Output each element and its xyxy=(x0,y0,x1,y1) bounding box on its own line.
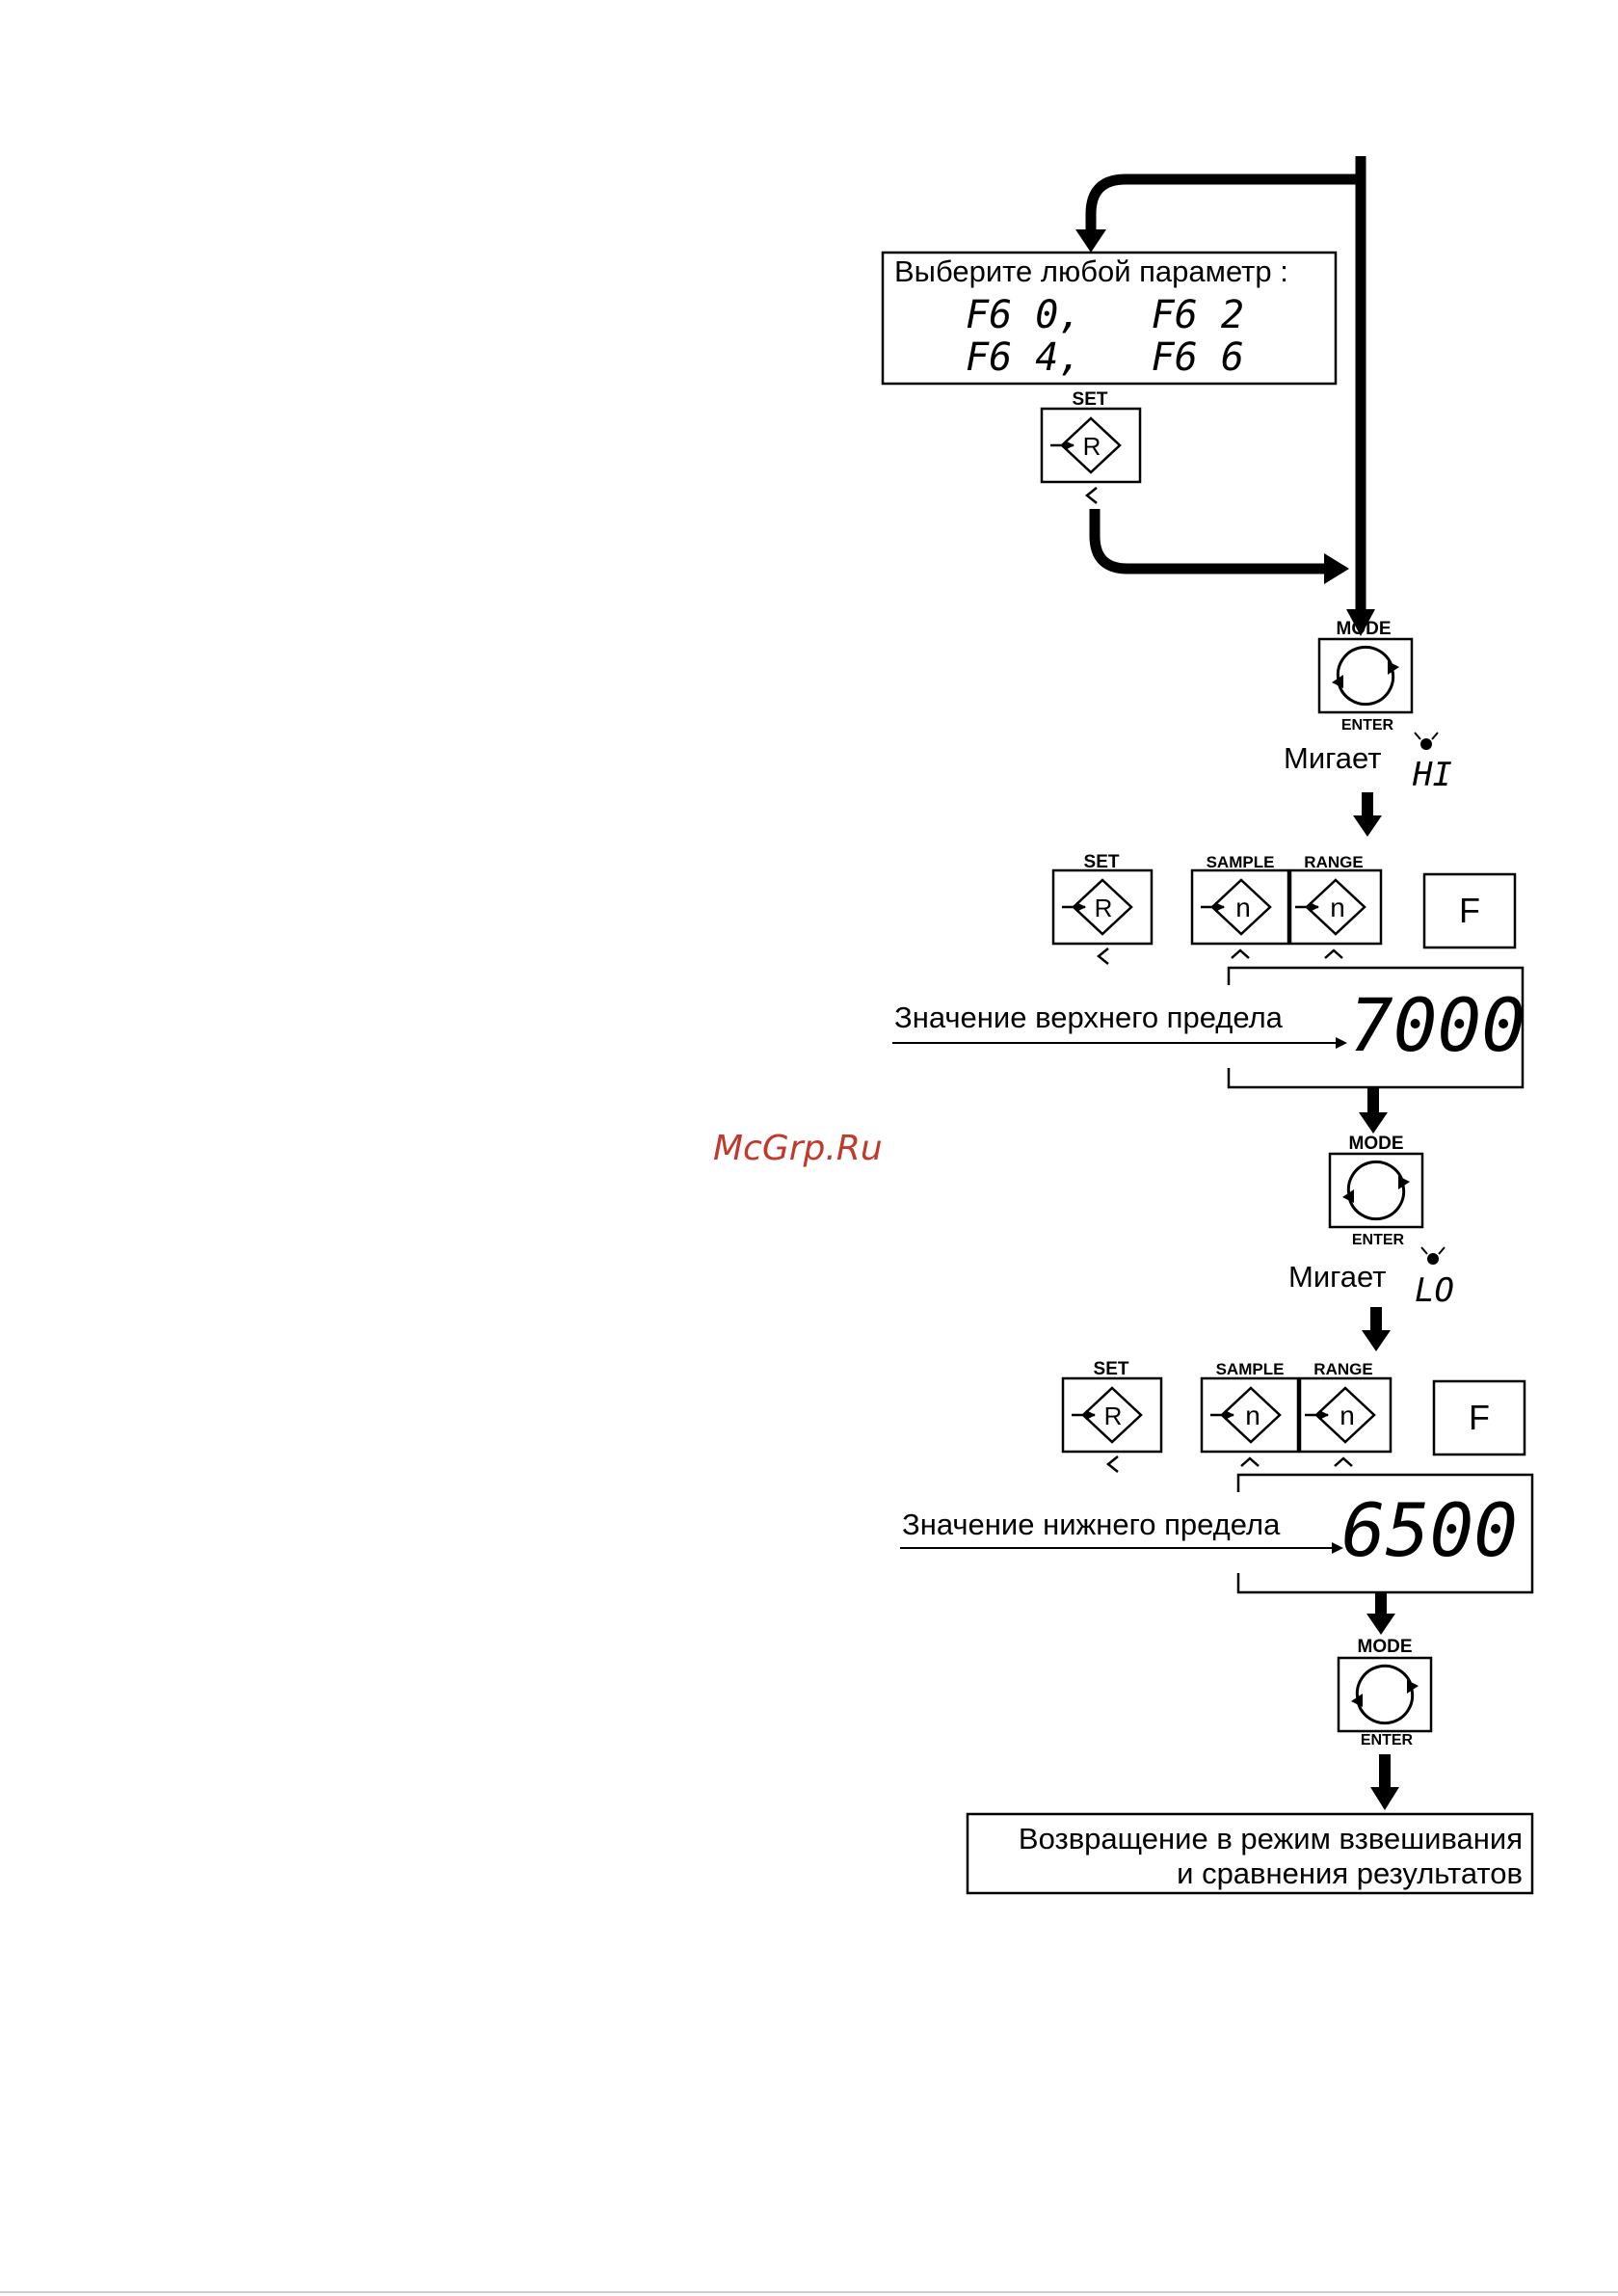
parameter-select-box: Выберите любой параметр : F6 0, F6 2 F6 … xyxy=(883,253,1336,384)
chevron-left-icon xyxy=(1087,488,1097,503)
set-key-label: SET xyxy=(1094,1359,1129,1379)
set-key[interactable]: SET R xyxy=(1042,389,1140,503)
blink-text-hi: Мигает xyxy=(1284,741,1381,775)
chevron-up-icon xyxy=(1335,1458,1352,1466)
lower-limit-label: Значение нижнего предела xyxy=(902,1508,1281,1541)
range-key-label: RANGE xyxy=(1313,1360,1372,1378)
f-key[interactable]: F xyxy=(1434,1381,1525,1455)
select-box-options-line1: F6 0, F6 2 xyxy=(966,293,1244,337)
chevron-left-icon xyxy=(1108,1456,1118,1472)
enter-key-label: ENTER xyxy=(1352,1232,1405,1248)
select-box-title: Выберите любой параметр : xyxy=(894,254,1288,288)
hi-indicator: HI xyxy=(1412,756,1452,794)
n-glyph: n xyxy=(1339,1401,1355,1430)
range-key-label: RANGE xyxy=(1304,853,1363,871)
range-key[interactable]: RANGE n xyxy=(1300,1360,1391,1466)
result-box-line1: Возвращение в режим взвешивания xyxy=(1019,1822,1523,1855)
select-box-options-line2: F6 4, F6 6 xyxy=(966,335,1244,380)
set-key[interactable]: SET R xyxy=(1053,852,1152,964)
chevron-left-icon xyxy=(1099,948,1108,964)
mode-enter-key[interactable]: MODE ENTER xyxy=(1339,1637,1431,1749)
r-glyph: R xyxy=(1083,432,1101,461)
result-box-line2: и сравнения результатов xyxy=(1177,1856,1523,1890)
mode-key-label: MODE xyxy=(1358,1637,1413,1657)
n-glyph: n xyxy=(1330,893,1345,922)
mode-key-label: MODE xyxy=(1349,1134,1404,1154)
n-glyph: n xyxy=(1245,1401,1260,1430)
mode-enter-key[interactable]: MODE ENTER xyxy=(1330,1134,1422,1248)
set-key[interactable]: SET R xyxy=(1063,1359,1161,1472)
blink-hi-indicator: Мигает HI xyxy=(1284,733,1452,794)
enter-key-label: ENTER xyxy=(1361,1732,1414,1749)
range-key[interactable]: RANGE n xyxy=(1290,853,1381,958)
blink-text-lo: Мигает xyxy=(1288,1260,1386,1294)
flow-arrow xyxy=(1366,1592,1395,1635)
set-key-label: SET xyxy=(1073,389,1108,410)
sample-key-label: SAMPLE xyxy=(1216,1360,1285,1378)
r-glyph: R xyxy=(1095,894,1113,922)
enter-key-label: ENTER xyxy=(1341,717,1394,734)
lower-limit-value: 6500 xyxy=(1341,1487,1518,1573)
watermark-text: McGrp.Ru xyxy=(713,1129,883,1168)
flow-arrow xyxy=(1362,1307,1391,1351)
upper-limit-label: Значение верхнего предела xyxy=(894,1001,1284,1034)
blink-lo-indicator: Мигает LO xyxy=(1288,1247,1454,1310)
flow-arrow xyxy=(1359,1087,1388,1134)
chevron-up-icon xyxy=(1232,950,1249,958)
return-to-weighing-box: Возвращение в режим взвешивания и сравне… xyxy=(968,1814,1532,1893)
chevron-up-icon xyxy=(1241,1458,1259,1466)
loop-arrows xyxy=(1075,156,1375,636)
f-key-label: F xyxy=(1459,891,1480,930)
f-key[interactable]: F xyxy=(1424,874,1515,948)
blink-lamp-icon xyxy=(1427,1253,1439,1265)
blink-lamp-icon xyxy=(1420,738,1432,750)
upper-limit-display: Значение верхнего предела 7000 xyxy=(892,968,1525,1087)
mode-key-label: MODE xyxy=(1337,619,1392,639)
lower-limit-display: Значение нижнего предела 6500 xyxy=(900,1475,1532,1592)
mode-enter-key[interactable]: MODE ENTER xyxy=(1319,619,1412,734)
r-glyph: R xyxy=(1104,1402,1123,1430)
n-glyph: n xyxy=(1235,893,1251,922)
sample-key-label: SAMPLE xyxy=(1207,853,1275,871)
chevron-up-icon xyxy=(1325,950,1342,958)
sample-key[interactable]: SAMPLE n xyxy=(1202,1360,1298,1466)
sample-key[interactable]: SAMPLE n xyxy=(1192,853,1288,958)
flow-arrow xyxy=(1353,792,1382,837)
upper-limit-value: 7000 xyxy=(1349,982,1525,1068)
f-key-label: F xyxy=(1469,1398,1490,1437)
flow-arrow xyxy=(1370,1754,1399,1810)
lo-indicator: LO xyxy=(1415,1271,1454,1310)
arrow-right-icon xyxy=(1336,1037,1347,1049)
